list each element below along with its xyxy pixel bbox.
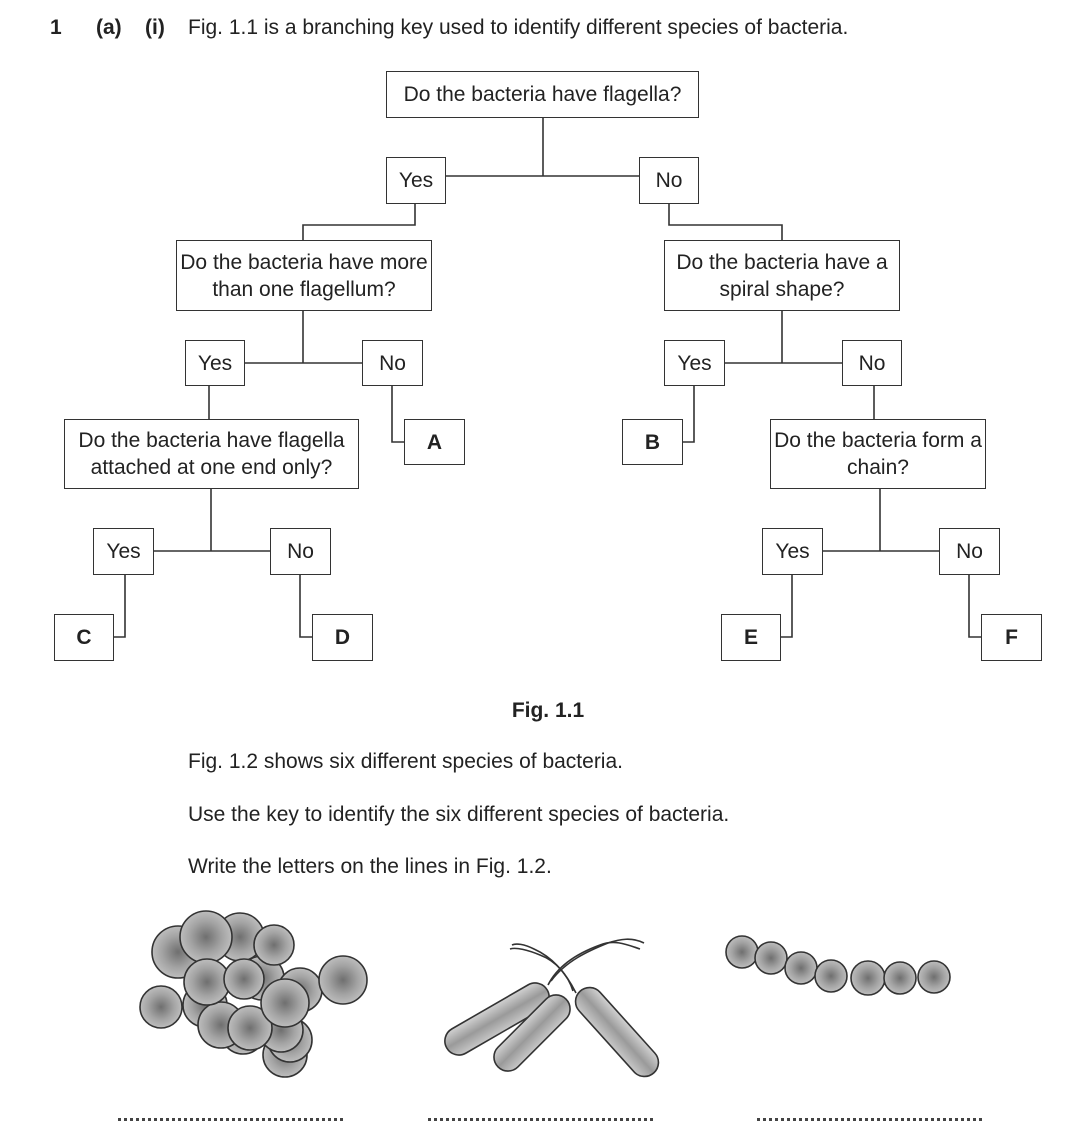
key-answer-no: No [939,528,1000,575]
key-answer-yes: Yes [664,340,725,386]
question-intro: Fig. 1.1 is a branching key used to iden… [188,16,849,39]
key-answer-no: No [639,157,699,204]
key-answer-no: No [270,528,331,575]
key-answer-yes: Yes [762,528,823,575]
key-question-form-chain: Do the bacteria form a chain? [770,419,986,489]
answer-line[interactable] [757,1100,982,1121]
bacteria-cluster-icon [139,910,368,1078]
key-leaf-b: B [622,419,683,465]
question-number: 1 [50,16,62,39]
key-answer-no: No [842,340,902,386]
flagellated-rods-icon [444,938,660,1078]
key-question-flagella-one-end: Do the bacteria have flagella attached a… [64,419,359,489]
question-subpart: (i) [145,16,165,39]
key-leaf-d: D [312,614,373,661]
key-connector-lines [114,118,981,638]
instruction-text: Use the key to identify the six differen… [188,803,730,826]
key-answer-no: No [362,340,423,386]
answer-line[interactable] [118,1100,343,1121]
key-leaf-e: E [721,614,781,661]
figure-caption: Fig. 1.1 [511,699,585,722]
answer-line[interactable] [428,1100,653,1121]
bacteria-illustrations [139,910,951,1078]
instruction-text: Write the letters on the lines in Fig. 1… [188,855,552,878]
key-answer-yes: Yes [185,340,245,386]
key-question-flagella: Do the bacteria have flagella? [386,71,699,118]
key-leaf-c: C [54,614,114,661]
question-part: (a) [96,16,122,39]
key-answer-yes: Yes [386,157,446,204]
key-answer-yes: Yes [93,528,154,575]
key-question-more-than-one-flagellum: Do the bacteria have more than one flage… [176,240,432,311]
instruction-text: Fig. 1.2 shows six different species of … [188,750,623,773]
key-leaf-a: A [404,419,465,465]
key-question-spiral-shape: Do the bacteria have a spiral shape? [664,240,900,311]
key-leaf-f: F [981,614,1042,661]
bacteria-chain-icon [725,935,951,996]
